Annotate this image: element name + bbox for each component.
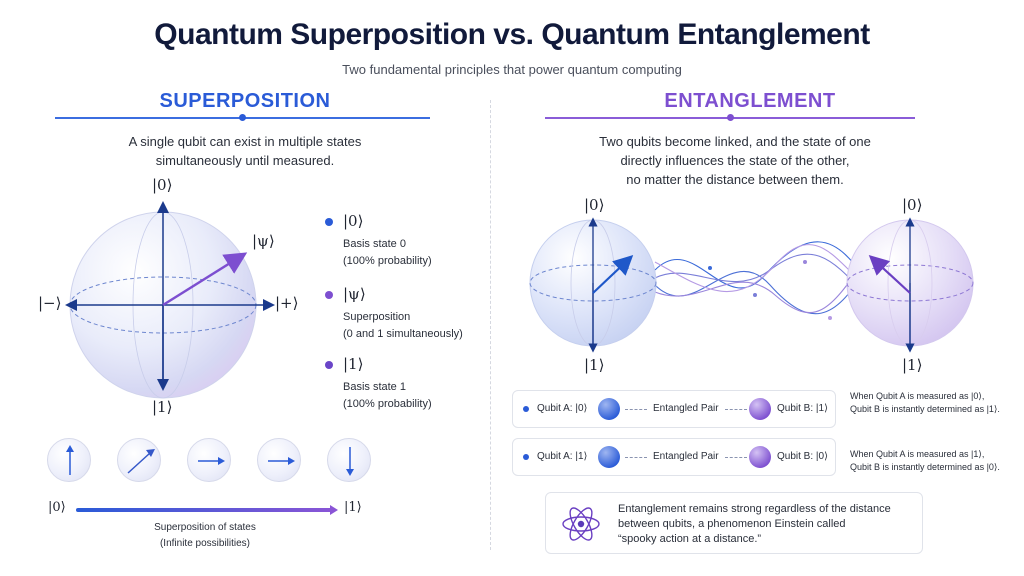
atom-icon bbox=[562, 507, 600, 541]
qubit-a-state: Qubit A: |0⟩ bbox=[537, 403, 588, 414]
qubit-b-ball bbox=[749, 398, 771, 420]
pair-note-1: When Qubit A is measured as |0⟩, Qubit B… bbox=[850, 390, 1018, 416]
info-line3: “spooky action at a distance.” bbox=[618, 533, 762, 545]
gradient-caption: Superposition of states (Infinite possib… bbox=[100, 520, 310, 552]
note-line1: When Qubit A is measured as |0⟩, bbox=[850, 391, 985, 401]
pair-connector bbox=[725, 457, 747, 458]
superposition-desc-line1: A single qubit can exist in multiple sta… bbox=[128, 134, 362, 149]
qubit-b-top-label: |0⟩ bbox=[902, 196, 923, 214]
state-sphere-4 bbox=[257, 438, 301, 482]
entanglement-desc-line1: Two qubits become linked, and the state … bbox=[599, 134, 871, 149]
legend-dot-violet bbox=[325, 361, 333, 369]
entangled-pair-label: Entangled Pair bbox=[653, 451, 719, 462]
qubit-b-bottom-label: |1⟩ bbox=[902, 356, 923, 374]
sphere-label-psi: |ψ⟩ bbox=[252, 232, 275, 250]
note-line2: Qubit B is instantly determined as |0⟩. bbox=[850, 462, 1000, 472]
entanglement-underline-dot bbox=[727, 114, 734, 121]
superposition-underline-dot bbox=[239, 114, 246, 121]
pair-connector bbox=[625, 457, 647, 458]
superposition-gradient-bar bbox=[76, 508, 334, 512]
legend-dot-blue bbox=[325, 218, 333, 226]
wave-node bbox=[828, 316, 832, 320]
legend-title: |0⟩ bbox=[343, 212, 364, 230]
qubit-b-state: Qubit B: |0⟩ bbox=[777, 451, 828, 462]
legend-desc-line2: (100% probability) bbox=[343, 255, 432, 267]
arrow-icon bbox=[127, 449, 155, 474]
gradient-label-left: |0⟩ bbox=[48, 500, 66, 515]
wave-node bbox=[708, 266, 712, 270]
note-line2: Qubit B is instantly determined as |1⟩. bbox=[850, 404, 1000, 414]
gradient-label-right: |1⟩ bbox=[344, 500, 362, 515]
page-title: Quantum Superposition vs. Quantum Entang… bbox=[154, 18, 870, 51]
entanglement-description: Two qubits become linked, and the state … bbox=[575, 132, 895, 189]
legend-title: |1⟩ bbox=[343, 355, 364, 373]
entangled-pair-row-1: Qubit A: |0⟩ Entangled Pair Qubit B: |1⟩ bbox=[512, 390, 836, 428]
arrow-icon bbox=[198, 457, 225, 465]
arrow-icon bbox=[346, 447, 354, 476]
qubit-b-vector bbox=[868, 255, 911, 294]
legend-desc-line2: (100% probability) bbox=[343, 398, 432, 410]
gradient-arrowhead bbox=[330, 505, 338, 515]
caption-line2: (Infinite possibilities) bbox=[159, 538, 251, 549]
entanglement-waves bbox=[654, 241, 866, 320]
state-sphere-3 bbox=[187, 438, 231, 482]
entangled-pair-label: Entangled Pair bbox=[653, 403, 719, 414]
legend-title: |ψ⟩ bbox=[343, 285, 366, 303]
state-sphere-1 bbox=[47, 438, 91, 482]
qubit-a-bottom-label: |1⟩ bbox=[584, 356, 605, 374]
psi-vector bbox=[162, 252, 248, 307]
entangled-pair-row-2: Qubit A: |1⟩ Entangled Pair Qubit B: |0⟩ bbox=[512, 438, 836, 476]
qubit-a-top-label: |0⟩ bbox=[584, 196, 605, 214]
qubit-b-ball bbox=[749, 446, 771, 468]
info-line1: Entanglement remains strong regardless o… bbox=[618, 503, 891, 515]
legend-desc: Basis state 0 (100% probability) bbox=[343, 236, 503, 270]
pair-connector bbox=[625, 409, 647, 410]
legend-desc: Superposition (0 and 1 simultaneously) bbox=[343, 309, 513, 343]
bloch-sphere bbox=[65, 201, 275, 399]
superposition-heading: SUPERPOSITION bbox=[159, 90, 331, 112]
qubit-a-ball bbox=[598, 446, 620, 468]
pair-dot bbox=[523, 454, 529, 460]
pair-dot bbox=[523, 406, 529, 412]
legend-desc-line1: Superposition bbox=[343, 311, 411, 323]
entanglement-desc-line3: no matter the distance between them. bbox=[626, 172, 844, 187]
pair-note-2: When Qubit A is measured as |1⟩, Qubit B… bbox=[850, 448, 1018, 474]
info-text: Entanglement remains strong regardless o… bbox=[618, 502, 918, 547]
caption-line1: Superposition of states bbox=[154, 522, 256, 533]
qubit-a-ball bbox=[598, 398, 620, 420]
section-divider bbox=[490, 100, 491, 550]
sphere-label-right: |+⟩ bbox=[275, 294, 299, 312]
qubit-a-state: Qubit A: |1⟩ bbox=[537, 451, 588, 462]
legend-desc: Basis state 1 (100% probability) bbox=[343, 379, 503, 413]
legend-desc-line1: Basis state 1 bbox=[343, 381, 406, 393]
wave-node bbox=[753, 293, 757, 297]
superposition-description: A single qubit can exist in multiple sta… bbox=[80, 132, 410, 170]
info-line2: between qubits, a phenomenon Einstein ca… bbox=[618, 518, 846, 530]
state-sphere-2 bbox=[117, 438, 161, 482]
qubit-b-state: Qubit B: |1⟩ bbox=[777, 403, 828, 414]
legend-dot-purple bbox=[325, 291, 333, 299]
sphere-label-top: |0⟩ bbox=[152, 176, 173, 194]
qubit-a-vector bbox=[592, 254, 634, 294]
arrow-icon bbox=[268, 457, 295, 465]
entanglement-heading: ENTANGLEMENT bbox=[664, 90, 836, 112]
legend-desc-line1: Basis state 0 bbox=[343, 238, 406, 250]
sphere-label-bottom: |1⟩ bbox=[152, 398, 173, 416]
legend-desc-line2: (0 and 1 simultaneously) bbox=[343, 328, 463, 340]
wave-node bbox=[803, 260, 807, 264]
superposition-desc-line2: simultaneously until measured. bbox=[155, 153, 335, 168]
pair-connector bbox=[725, 409, 747, 410]
arrow-icon bbox=[66, 445, 74, 475]
entangled-qubits bbox=[529, 217, 974, 353]
page-subtitle: Two fundamental principles that power qu… bbox=[342, 62, 682, 77]
sphere-label-left: |−⟩ bbox=[38, 294, 62, 312]
state-sphere-5 bbox=[327, 438, 371, 482]
einstein-info-box: Entanglement remains strong regardless o… bbox=[545, 492, 923, 554]
note-line1: When Qubit A is measured as |1⟩, bbox=[850, 449, 985, 459]
entanglement-desc-line2: directly influences the state of the oth… bbox=[620, 153, 850, 168]
